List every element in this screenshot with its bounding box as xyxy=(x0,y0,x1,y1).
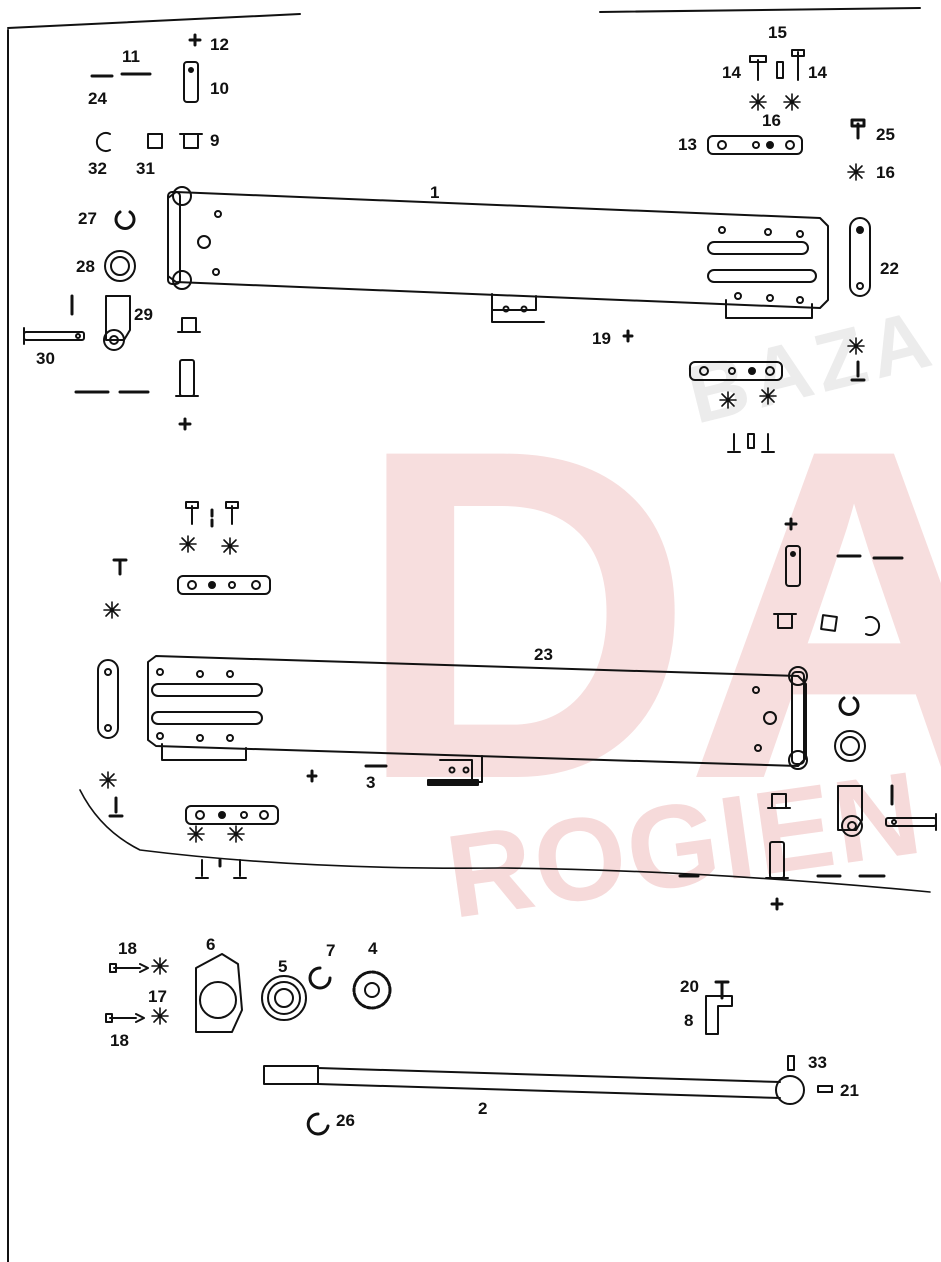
callout-4: 4 xyxy=(368,939,378,958)
callout-12: 12 xyxy=(210,35,229,54)
callout-11: 11 xyxy=(122,47,140,66)
callout-14b: 14 xyxy=(808,63,827,82)
bolt-18 xyxy=(105,1013,145,1023)
callout-3: 3 xyxy=(366,773,376,792)
ring-32 xyxy=(95,132,111,152)
bracket-29 xyxy=(837,785,863,837)
callout-13: 13 xyxy=(678,135,697,154)
clip-27 xyxy=(838,696,860,716)
callout-30: 30 xyxy=(36,349,55,368)
callout-22: 22 xyxy=(880,259,899,278)
upper-frame xyxy=(167,186,829,323)
bushing-9 xyxy=(767,793,791,809)
pin-10 xyxy=(785,545,801,587)
bushing-9 xyxy=(177,317,201,333)
link-lower xyxy=(97,659,119,739)
callout-32: 32 xyxy=(88,159,107,178)
callout-10: 10 xyxy=(210,79,229,98)
block-31 xyxy=(147,133,163,149)
callout-25: 25 xyxy=(876,125,895,144)
block-31 xyxy=(820,614,838,632)
callout-19: 19 xyxy=(592,329,611,348)
callout-14a: 14 xyxy=(722,63,741,82)
callout-29: 29 xyxy=(134,305,153,324)
circlip-7 xyxy=(308,966,332,990)
star-washers xyxy=(99,93,865,1025)
bearing-5 xyxy=(261,975,307,1021)
callout-16a: 16 xyxy=(762,111,781,130)
washer-28 xyxy=(104,250,136,282)
plate-13 xyxy=(185,805,279,825)
pin-30 xyxy=(23,327,85,345)
callout-15: 15 xyxy=(768,23,787,42)
callout-23: 23 xyxy=(534,645,553,664)
bushing-9 xyxy=(773,613,797,629)
callout-9: 9 xyxy=(210,131,220,150)
lever-8 xyxy=(705,995,733,1035)
ring-32 xyxy=(865,616,881,636)
callout-1: 1 xyxy=(430,183,440,202)
bolts xyxy=(108,49,866,1000)
callout-6: 6 xyxy=(206,935,216,954)
plate-13 xyxy=(177,575,271,595)
clip-27 xyxy=(114,210,136,230)
nut-12 xyxy=(178,33,798,911)
plate-13 xyxy=(689,361,783,381)
page-border xyxy=(7,7,931,1262)
pin-10 xyxy=(765,841,789,879)
callout-28: 28 xyxy=(76,257,95,276)
callout-5: 5 xyxy=(278,957,288,976)
sprocket-4 xyxy=(352,970,392,1010)
link-upper xyxy=(849,217,871,297)
dash-marks xyxy=(70,72,904,878)
callout-17: 17 xyxy=(148,987,167,1006)
callout-31: 31 xyxy=(136,159,155,178)
callout-24: 24 xyxy=(88,89,107,108)
callout-33: 33 xyxy=(808,1053,827,1072)
pin-30 xyxy=(885,813,937,831)
callout-16b: 16 xyxy=(876,163,895,182)
callout-20: 20 xyxy=(680,977,699,996)
key-21 xyxy=(817,1085,833,1093)
shaft-2 xyxy=(263,1065,805,1105)
lower-frame xyxy=(147,655,808,786)
callout-8: 8 xyxy=(684,1011,694,1030)
bearing-housing-6 xyxy=(195,953,243,1033)
callout-18b: 18 xyxy=(110,1031,129,1050)
clip-26 xyxy=(306,1112,330,1136)
pin-33 xyxy=(787,1055,795,1071)
callout-26: 26 xyxy=(336,1111,355,1130)
plate-13 xyxy=(707,135,803,155)
bushing-9 xyxy=(179,133,203,149)
pin-10 xyxy=(175,359,199,397)
callout-18a: 18 xyxy=(118,939,137,958)
callout-27: 27 xyxy=(78,209,97,228)
washer-28 xyxy=(834,730,866,762)
callout-2: 2 xyxy=(478,1099,488,1118)
callout-21: 21 xyxy=(840,1081,859,1100)
bracket-29 xyxy=(103,295,131,351)
watermark-large: DA xyxy=(355,352,941,877)
bolt-18 xyxy=(109,963,149,973)
pin-10 xyxy=(183,61,199,103)
callout-7: 7 xyxy=(326,941,336,960)
